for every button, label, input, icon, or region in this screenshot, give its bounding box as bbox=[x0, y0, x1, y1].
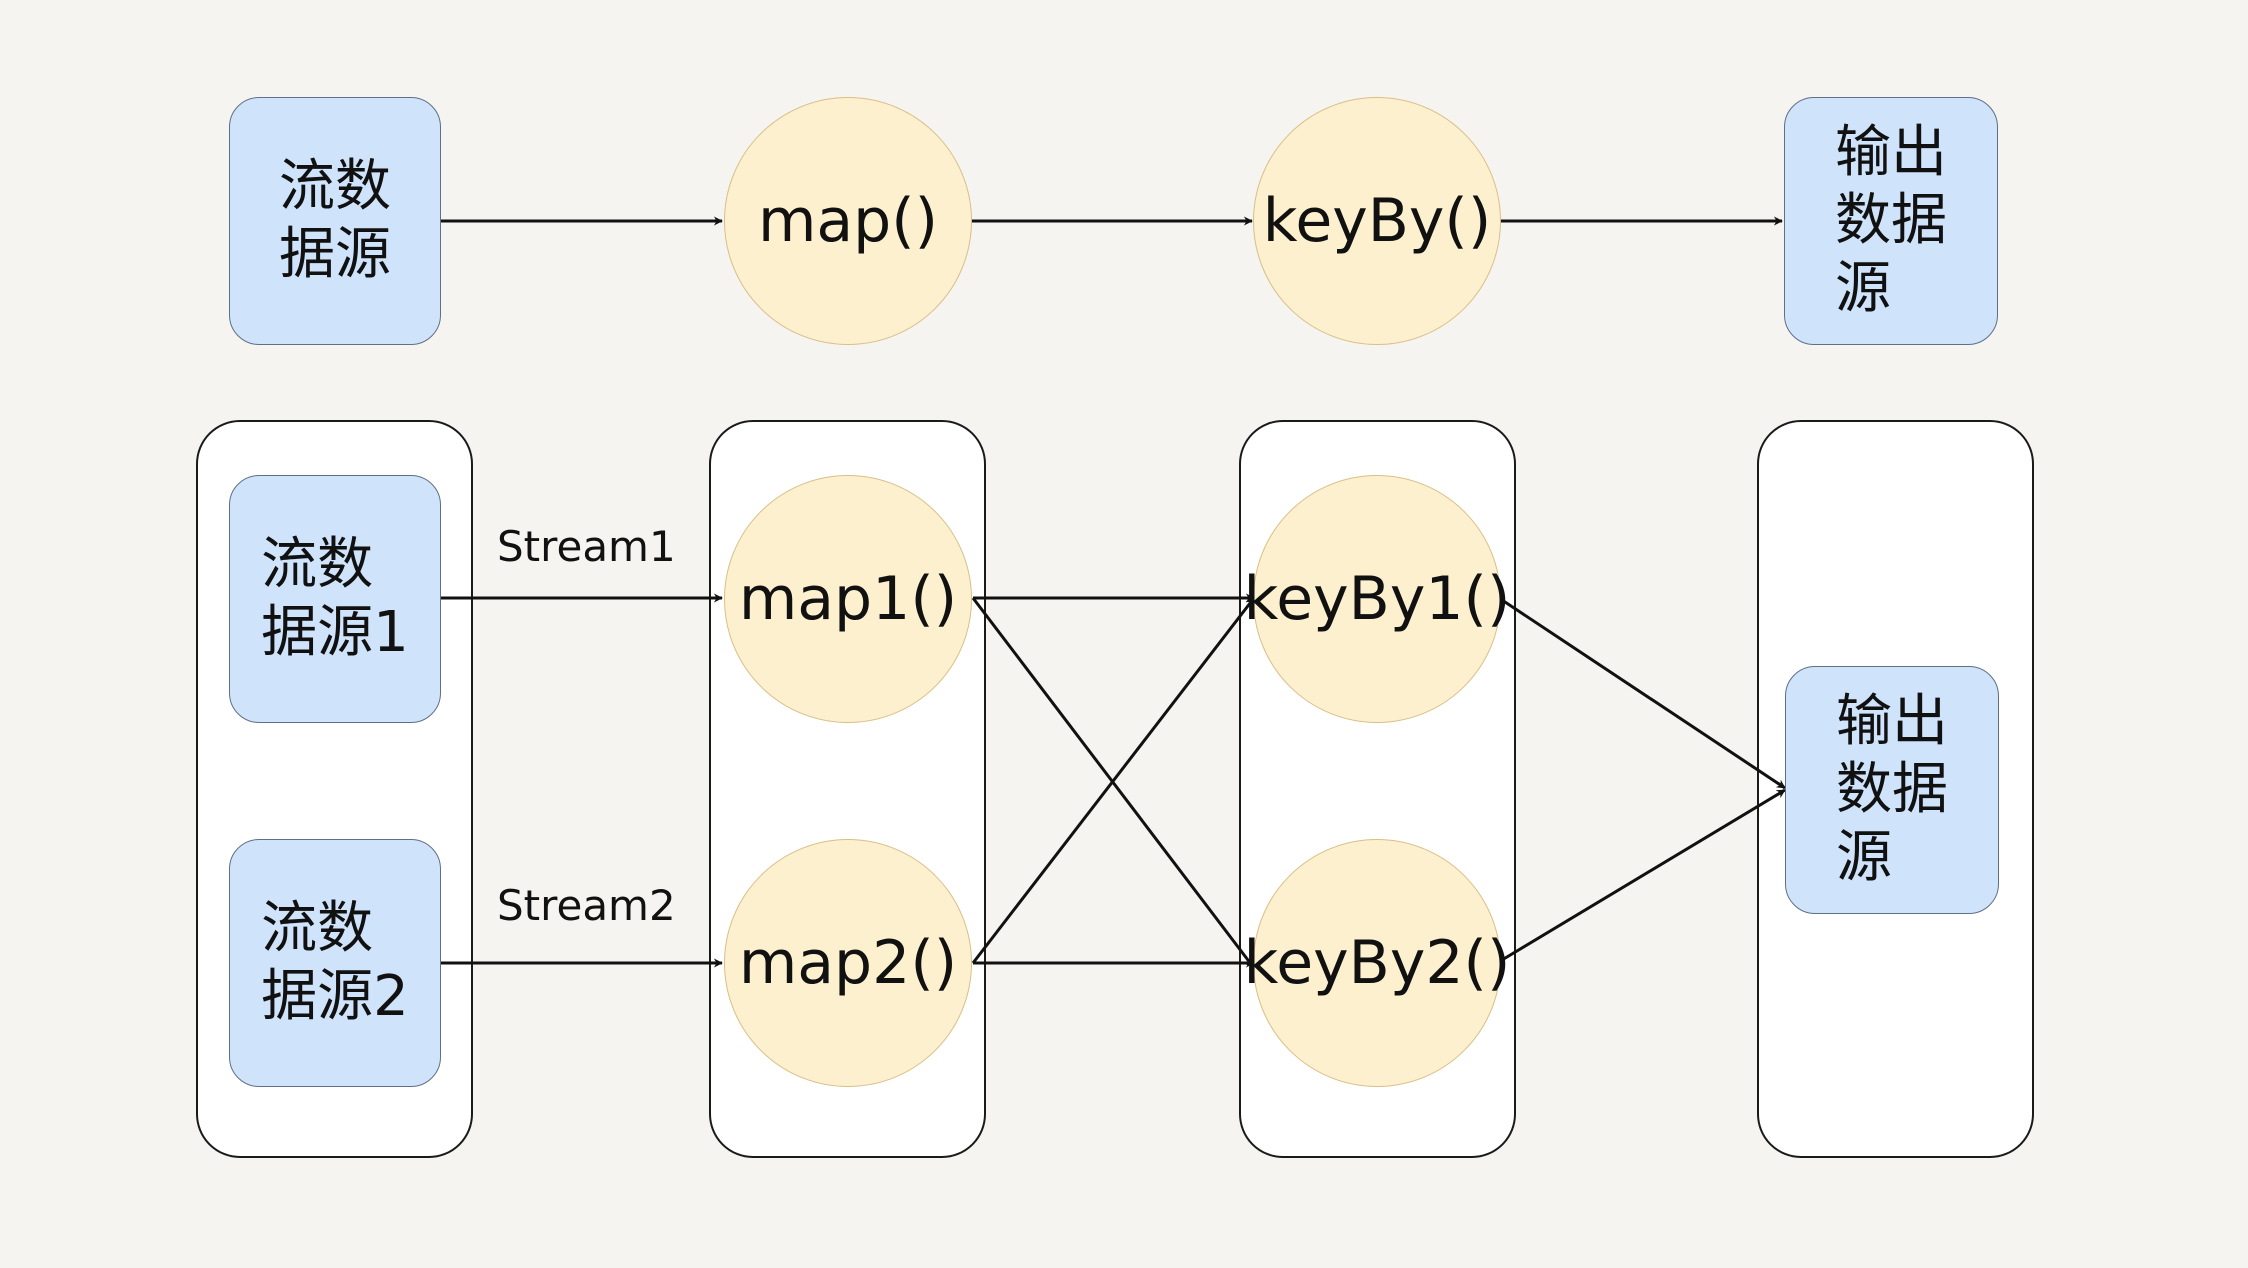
edge-map2-to-keyby1 bbox=[971, 597, 1256, 964]
edge-map1-to-keyby2 bbox=[971, 597, 1256, 969]
source2-label: 流数 据源2 bbox=[261, 896, 409, 1029]
source2-node: 流数 据源2 bbox=[229, 839, 441, 1087]
stream1-label: Stream1 bbox=[497, 522, 676, 571]
map2-node: map2() bbox=[724, 839, 972, 1087]
keyby2-label: keyBy2() bbox=[1243, 928, 1511, 998]
top-source-label: 流数 据源 bbox=[279, 154, 391, 287]
top-map-label: map() bbox=[757, 186, 939, 256]
keyby2-node: keyBy2() bbox=[1244, 839, 1510, 1087]
edge-keyby1-to-sink bbox=[1501, 598, 1786, 790]
top-sink-label: 输出 数据 源 bbox=[1835, 120, 1947, 321]
map1-label: map1() bbox=[738, 564, 958, 634]
bottom-sink-label: 输出 数据 源 bbox=[1836, 689, 1948, 890]
source1-node: 流数 据源1 bbox=[229, 475, 441, 723]
top-source-node: 流数 据源 bbox=[229, 97, 441, 345]
map2-label: map2() bbox=[738, 928, 958, 998]
stream2-label: Stream2 bbox=[497, 881, 676, 930]
keyby1-label: keyBy1() bbox=[1243, 564, 1511, 634]
top-keyby-label: keyBy() bbox=[1262, 186, 1492, 256]
source1-label: 流数 据源1 bbox=[261, 532, 409, 665]
bottom-sink-node: 输出 数据 源 bbox=[1785, 666, 1999, 914]
top-keyby-node: keyBy() bbox=[1253, 97, 1501, 345]
map1-node: map1() bbox=[724, 475, 972, 723]
top-sink-node: 输出 数据 源 bbox=[1784, 97, 1998, 345]
top-map-node: map() bbox=[724, 97, 972, 345]
keyby1-node: keyBy1() bbox=[1244, 475, 1510, 723]
edge-keyby2-to-sink bbox=[1501, 788, 1786, 962]
